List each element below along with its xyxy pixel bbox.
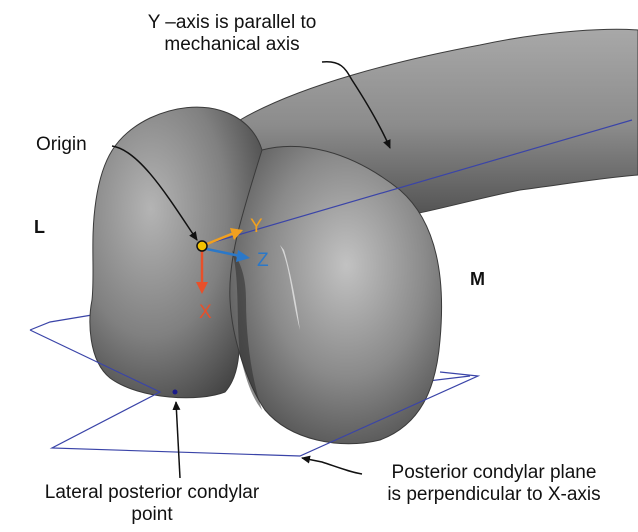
lateral-point-annotation: Lateral posterior condylar point	[2, 482, 302, 526]
plane-annotation: Posterior condylar plane is perpendicula…	[352, 462, 636, 506]
z-axis-label: Z	[257, 250, 269, 271]
lateral-point-annotation-line2: point	[2, 504, 302, 526]
plane-annotation-line2: is perpendicular to X-axis	[352, 484, 636, 506]
lateral-side-label: L	[34, 216, 45, 238]
origin-label: Origin	[36, 134, 87, 156]
lateral-posterior-condylar-point	[173, 390, 178, 395]
origin-marker	[197, 241, 207, 251]
y-axis-annotation-line1: Y –axis is parallel to	[92, 12, 372, 34]
y-axis-annotation-line2: mechanical axis	[92, 34, 372, 56]
lateral-point-leader	[176, 402, 180, 478]
plane-annotation-line1: Posterior condylar plane	[352, 462, 636, 484]
medial-side-label: M	[470, 268, 485, 290]
y-axis-label: Y	[250, 216, 263, 237]
y-axis-annotation: Y –axis is parallel to mechanical axis	[92, 12, 372, 56]
x-axis-label: X	[199, 302, 212, 323]
lateral-point-annotation-line1: Lateral posterior condylar	[2, 482, 302, 504]
